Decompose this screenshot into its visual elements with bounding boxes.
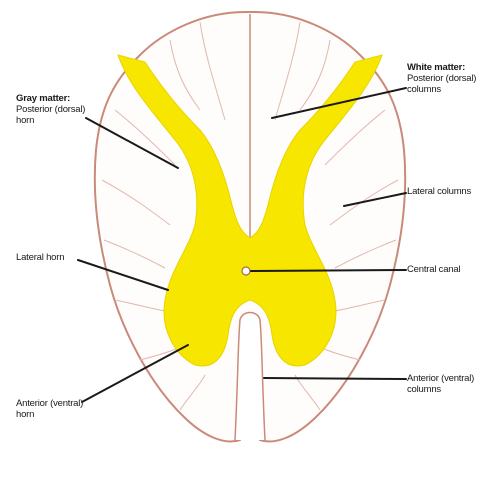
label-anterior-horn: Anterior (ventral) horn [16,398,83,420]
label-lateral-horn: Lateral horn [16,252,64,263]
label-posterior-horn: Gray matter: Posterior (dorsal) horn [16,93,85,126]
label-posterior-columns: White matter: Posterior (dorsal) columns [407,62,476,95]
label-lateral-columns: Lateral columns [407,186,471,197]
anterior-median-fissure [235,313,265,441]
leader-central-canal [251,270,406,271]
gray-matter-title: Gray matter: [16,93,70,104]
label-central-canal: Central canal [407,264,460,275]
label-anterior-columns: Anterior (ventral) columns [407,373,474,395]
white-matter-title: White matter: [407,62,465,73]
leader-anterior-columns [264,378,406,379]
central-canal [242,267,250,275]
